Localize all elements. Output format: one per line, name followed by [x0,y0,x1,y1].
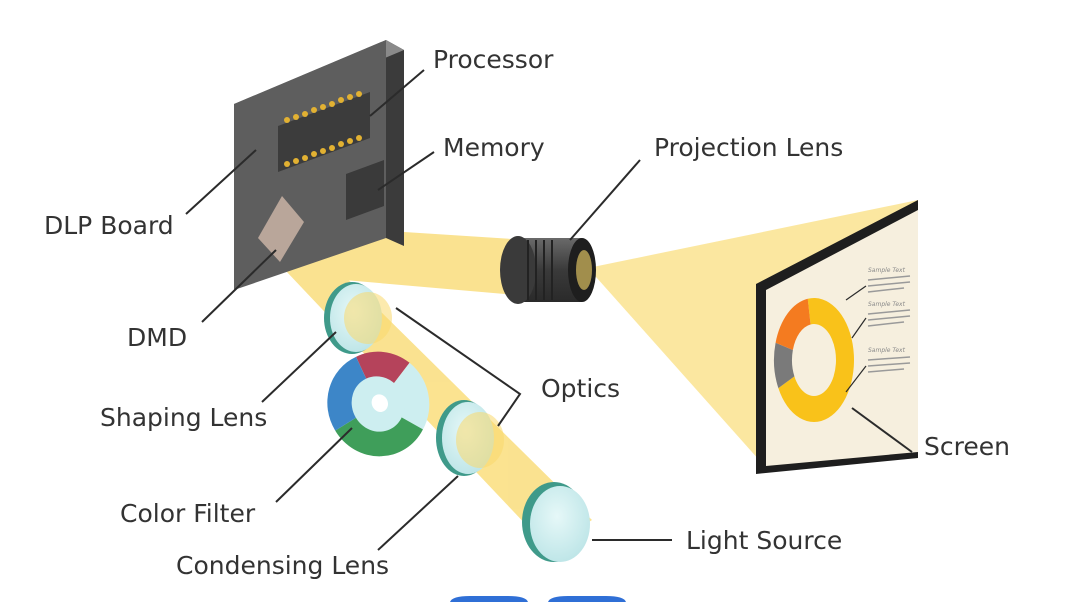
leader-shaping-lens [261,331,337,403]
label-memory: Memory [443,133,545,162]
projection-lens-glass [576,250,592,290]
leader-condensing-lens [377,475,459,551]
label-dlp-board: DLP Board [44,211,174,240]
leader-lines [185,69,913,551]
leader-color-filter [275,427,353,503]
shaping-lens [324,282,392,354]
projection-lens-back [500,236,536,304]
donut-connector-2 [851,317,867,339]
label-light-source: Light Source [686,526,843,555]
processor-pins-bottom [284,135,362,167]
memory-chip [346,160,384,220]
donut-segment-orange [775,298,811,350]
screen-text-lines [867,275,911,373]
label-condensing-lens: Condensing Lens [176,551,390,580]
leader-projection-lens [569,159,641,241]
condensing-lens [436,400,504,476]
leader-screen [851,407,913,453]
dmd-chip [258,196,304,262]
bottom-toolbar [450,596,626,602]
label-screen: Screen [924,432,1010,461]
dlp-board [234,40,404,290]
screen-donut-chart [774,285,867,422]
dlp-board-side [386,40,404,246]
donut-connector-1 [845,285,867,301]
label-dmd: DMD [127,323,188,352]
donut-connector-3 [845,365,867,393]
projection-lens-grip [527,240,553,300]
leader-optics [395,307,522,427]
light-source [522,482,590,562]
processor-chip [278,92,370,172]
donut-segment-yellow [778,298,854,422]
projection-lens [500,236,596,304]
projection-screen: Sample Text Sample Text Sample Text [756,200,918,474]
donut-segment-gray [774,342,795,389]
screen-caption-3: Sample Text [868,347,906,354]
leader-memory [377,151,435,191]
screen-caption-2: Sample Text [868,301,906,308]
leader-dlp-board [185,149,257,215]
label-processor: Processor [433,45,554,74]
label-shaping-lens: Shaping Lens [100,403,268,432]
bottom-button-left[interactable] [450,596,528,602]
bottom-button-right[interactable] [548,596,626,602]
label-color-filter: Color Filter [120,499,256,528]
processor-pins-top [284,91,362,123]
leader-dmd [201,249,277,323]
label-optics: Optics [541,374,621,403]
label-projection-lens: Projection Lens [654,133,844,162]
leader-processor [369,69,425,117]
color-filter-wheel [327,351,430,457]
screen-caption-1: Sample Text [868,267,906,274]
